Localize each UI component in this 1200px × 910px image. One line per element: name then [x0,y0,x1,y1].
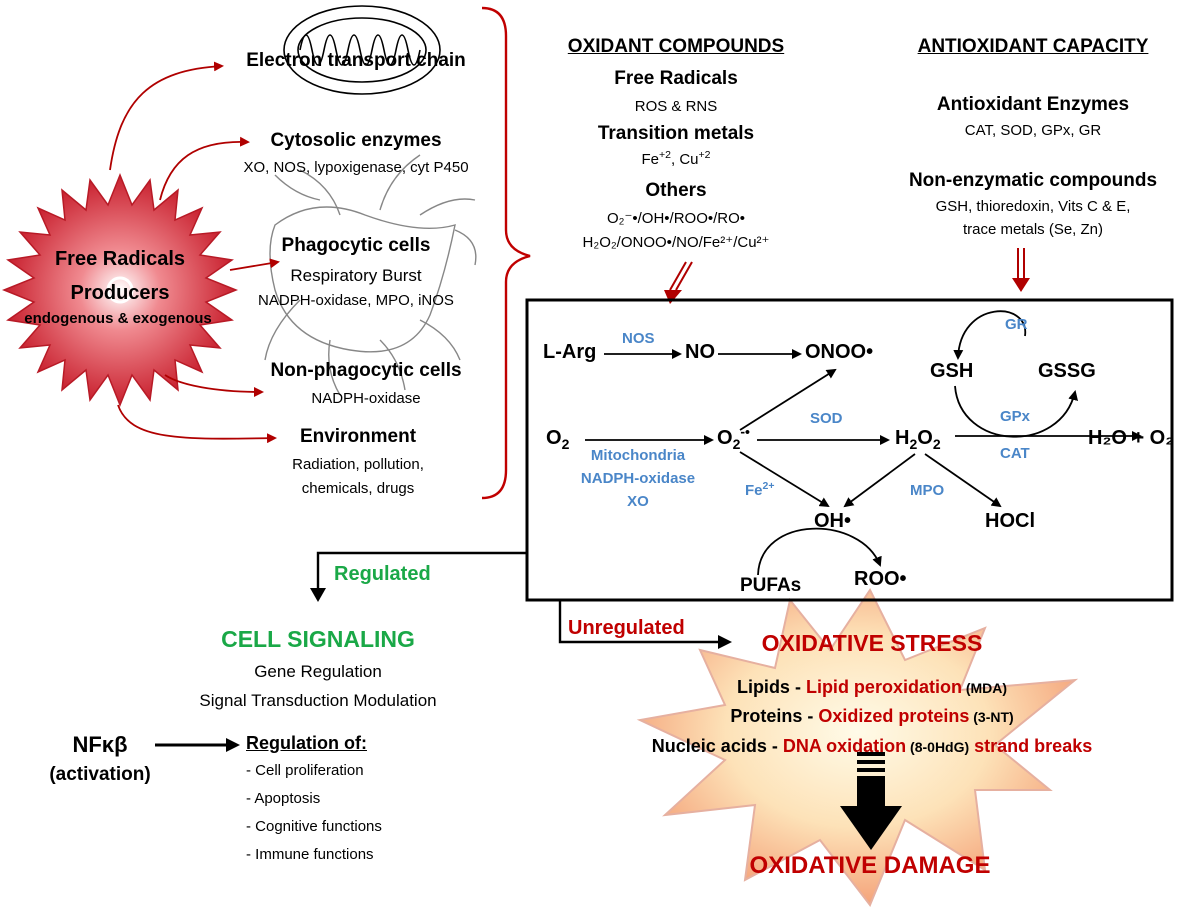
oxidant-header: OXIDANT COMPOUNDS [567,36,785,57]
environment-desc-1: Radiation, pollution, [292,456,424,473]
antioxidant-enzymes-title: Antioxidant Enzymes [936,94,1130,115]
gene-regulation-label: Gene Regulation [254,662,382,681]
nadph-oxidase-label: NADPH-oxidase [580,470,696,487]
nonphagocytic-desc: NADPH-oxidase [311,390,421,407]
arrow-to-nonphagocytic [164,374,264,397]
h2o2-label: H2O2 [895,427,941,452]
gssg-label: GSSG [1038,360,1096,382]
arrow-to-phagocytic [229,258,280,271]
unregulated-label: Unregulated [568,617,685,639]
nonphagocytic-title: Non-phagocytic cells [270,360,462,381]
nfkb-label: NFκβ [72,732,128,757]
regulation-of-label: Regulation of: [246,733,367,753]
cell-signaling-title: CELL SIGNALING [221,626,415,652]
sod-label: SOD [810,410,843,427]
others-line-1: O₂⁻•/OH•/ROO•/RO• [606,210,746,227]
mpo-label: MPO [910,482,945,499]
free-radicals-title: Free Radicals [614,68,738,89]
oxygen-label: O2 [546,427,570,452]
producers-burst [1,172,239,408]
gpx-label: GPx [1000,408,1031,425]
fe2-label: Fe2+ [745,480,775,499]
producers-title-1: Free Radicals [54,248,186,270]
regulation-item: - Immune functions [246,846,374,863]
producers-title-2: Producers [70,282,170,304]
hocl-label: HOCl [985,510,1035,532]
cat-label: CAT [1000,445,1030,462]
mitochondria-label: Mitochondria [590,447,686,464]
signal-transduction-label: Signal Transduction Modulation [199,691,437,710]
arrow-to-etc [109,61,224,171]
xo-label: XO [627,493,649,510]
nonenzymatic-title: Non-enzymatic compounds [908,170,1158,191]
etc-label: Electron transport chain [246,50,466,71]
antioxidant-enzymes-desc: CAT, SOD, GPx, GR [964,122,1102,139]
l-arg-label: L-Arg [543,341,597,363]
pufas-label: PUFAs [740,575,802,596]
producers-subtitle: endogenous & exogenous [24,310,212,327]
environment-title: Environment [299,426,417,447]
cytosolic-title: Cytosolic enzymes [270,130,442,151]
nonenzymatic-desc-2: trace metals (Se, Zn) [962,221,1104,238]
gr-label: GR [1005,316,1028,333]
hydroxyl-label: OH• [814,510,852,532]
metals-list: Fe+2, Cu+2 [641,149,711,168]
others-line-2: H₂O₂/ONOO•/NO/Fe²⁺/Cu²⁺ [582,234,770,251]
damage-arrow [840,752,902,850]
phagocyte-illustration [264,154,477,396]
regulation-item: - Cognitive functions [246,818,382,835]
others-title: Others [645,180,707,201]
oxidative-stress-title: OXIDATIVE STRESS [761,630,983,656]
sources-brace [481,6,531,500]
nfkb-activation-label: (activation) [49,764,151,785]
cytosolic-desc: XO, NOS, lypoxigenase, cyt P450 [243,159,469,176]
regulation-item: - Apoptosis [246,790,321,807]
phagocytic-title: Phagocytic cells [281,235,431,256]
oxidative-damage-title: OXIDATIVE DAMAGE [749,852,991,879]
arrow-to-environment [117,404,277,444]
phagocytic-desc-2: NADPH-oxidase, MPO, iNOS [258,292,454,309]
peroxyl-label: ROO• [854,568,907,590]
phagocytic-desc-1: Respiratory Burst [290,266,422,285]
mitochondrion-illustration [283,5,441,95]
ros-rns-label: ROS & RNS [634,98,718,115]
regulation-item: - Cell proliferation [246,762,364,779]
water-oxygen-label: H₂O + O₂ [1088,427,1175,449]
antioxidant-header: ANTIOXIDANT CAPACITY [917,36,1149,57]
no-label: NO [685,341,715,363]
regulated-label: Regulated [334,563,431,585]
pathway-box [525,298,1174,602]
nos-label: NOS [622,330,655,347]
transition-metals-title: Transition metals [597,123,755,144]
oxidative-stress-burst [636,588,1079,907]
arrow-to-cytosolic [159,136,250,201]
nucleic-acids-line: Nucleic acids - DNA oxidation (8-0HdG) s… [651,736,1093,756]
proteins-line: Proteins - Oxidized proteins (3-NT) [730,706,1014,726]
environment-desc-2: chemicals, drugs [301,480,415,497]
lipids-line: Lipids - Lipid peroxidation (MDA) [736,677,1008,697]
superoxide-label: O2-• [717,423,750,452]
gsh-label: GSH [930,360,974,382]
nonenzymatic-desc-1: GSH, thioredoxin, Vits C & E, [935,198,1131,215]
peroxynitrite-label: ONOO• [805,341,874,363]
